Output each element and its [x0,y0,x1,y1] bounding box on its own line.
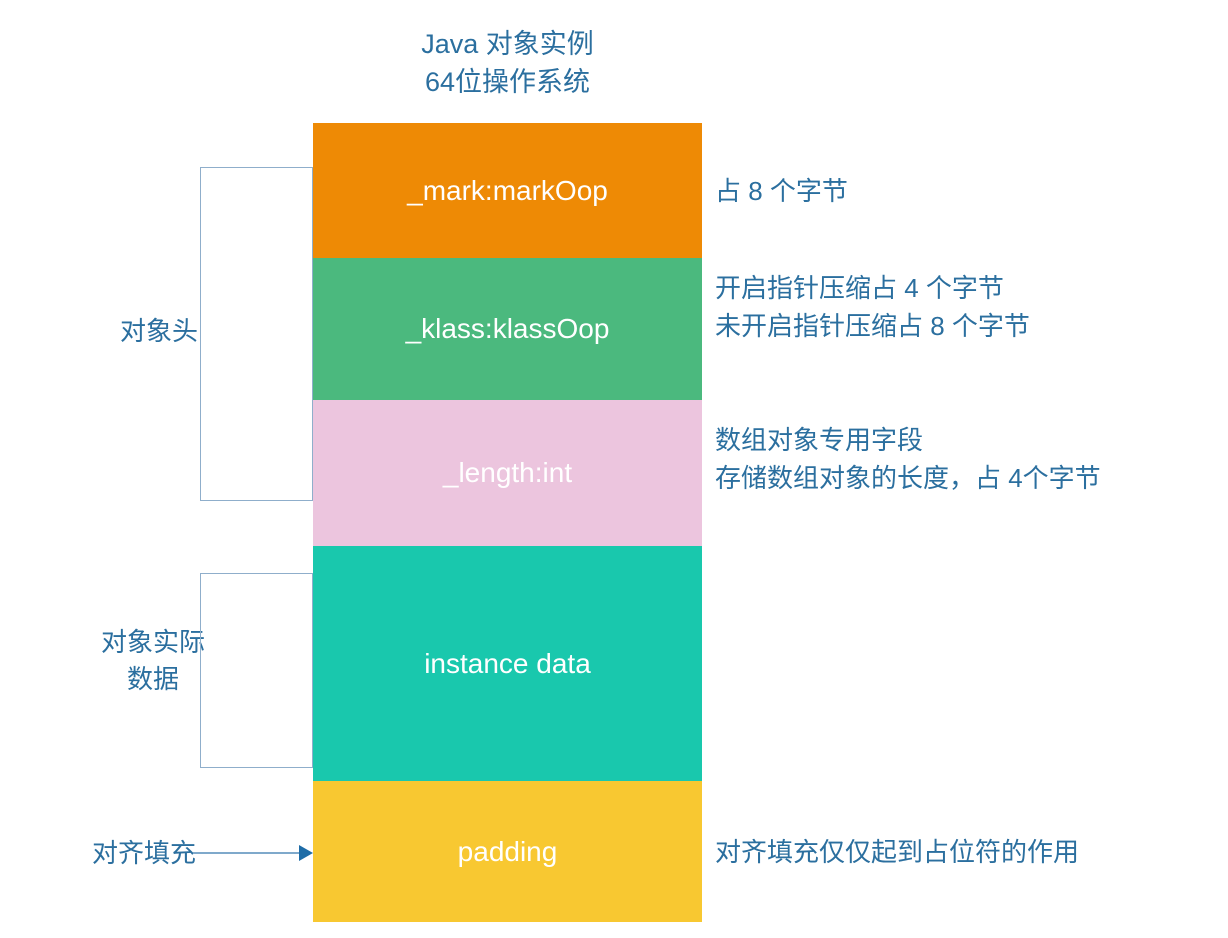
block-instance-data-label: instance data [424,647,591,679]
object-header-bracket [200,167,313,501]
memory-block-stack: _mark:markOop _klass:klassOop _length:in… [313,123,702,922]
diagram-title: Java 对象实例 64位操作系统 [313,25,702,101]
annotation-line: 存储数组对象的长度，占 4个字节 [715,463,1101,493]
annotation-mark-size: 占 8 个字节 [715,172,848,210]
annotation-line: 数组对象专用字段 [715,425,924,455]
block-length-label: _length:int [442,457,573,488]
object-header-label: 对象头 [119,316,198,346]
block-mark-label: _mark:markOop [407,174,608,206]
block-mark: _mark:markOop [313,123,702,258]
annotation-klass-size: 开启指针压缩占 4 个字节 未开启指针压缩占 8 个字节 [715,269,1030,345]
instance-data-label-line-1: 对象实际 [100,627,205,657]
annotation-line: 占 8 个字节 [715,176,848,206]
block-klass-label: _klass:klassOop [405,313,610,344]
annotation-line: 未开启指针压缩占 8 个字节 [715,311,1030,341]
block-padding: padding [313,781,702,922]
annotation-line: 对齐填充仅仅起到占位符的作用 [715,837,1080,867]
padding-label: 对齐填充 [92,838,197,868]
padding-arrow-head-icon [299,845,313,861]
diagram-title-line-2: 64位操作系统 [424,67,591,97]
annotation-line: 开启指针压缩占 4 个字节 [715,273,1004,303]
diagram-title-line-1: Java 对象实例 [421,29,594,59]
block-klass: _klass:klassOop [313,258,702,400]
block-instance-data: instance data [313,546,702,781]
padding-arrow-line [193,852,301,854]
annotation-padding-desc: 对齐填充仅仅起到占位符的作用 [715,833,1079,871]
block-padding-label: padding [457,835,558,867]
annotation-length-desc: 数组对象专用字段 存储数组对象的长度，占 4个字节 [715,421,1101,497]
instance-data-label-line-2: 数据 [126,664,179,694]
block-length: _length:int [313,400,702,546]
instance-data-label: 对象实际 数据 [78,624,228,698]
instance-data-bracket [200,573,313,768]
